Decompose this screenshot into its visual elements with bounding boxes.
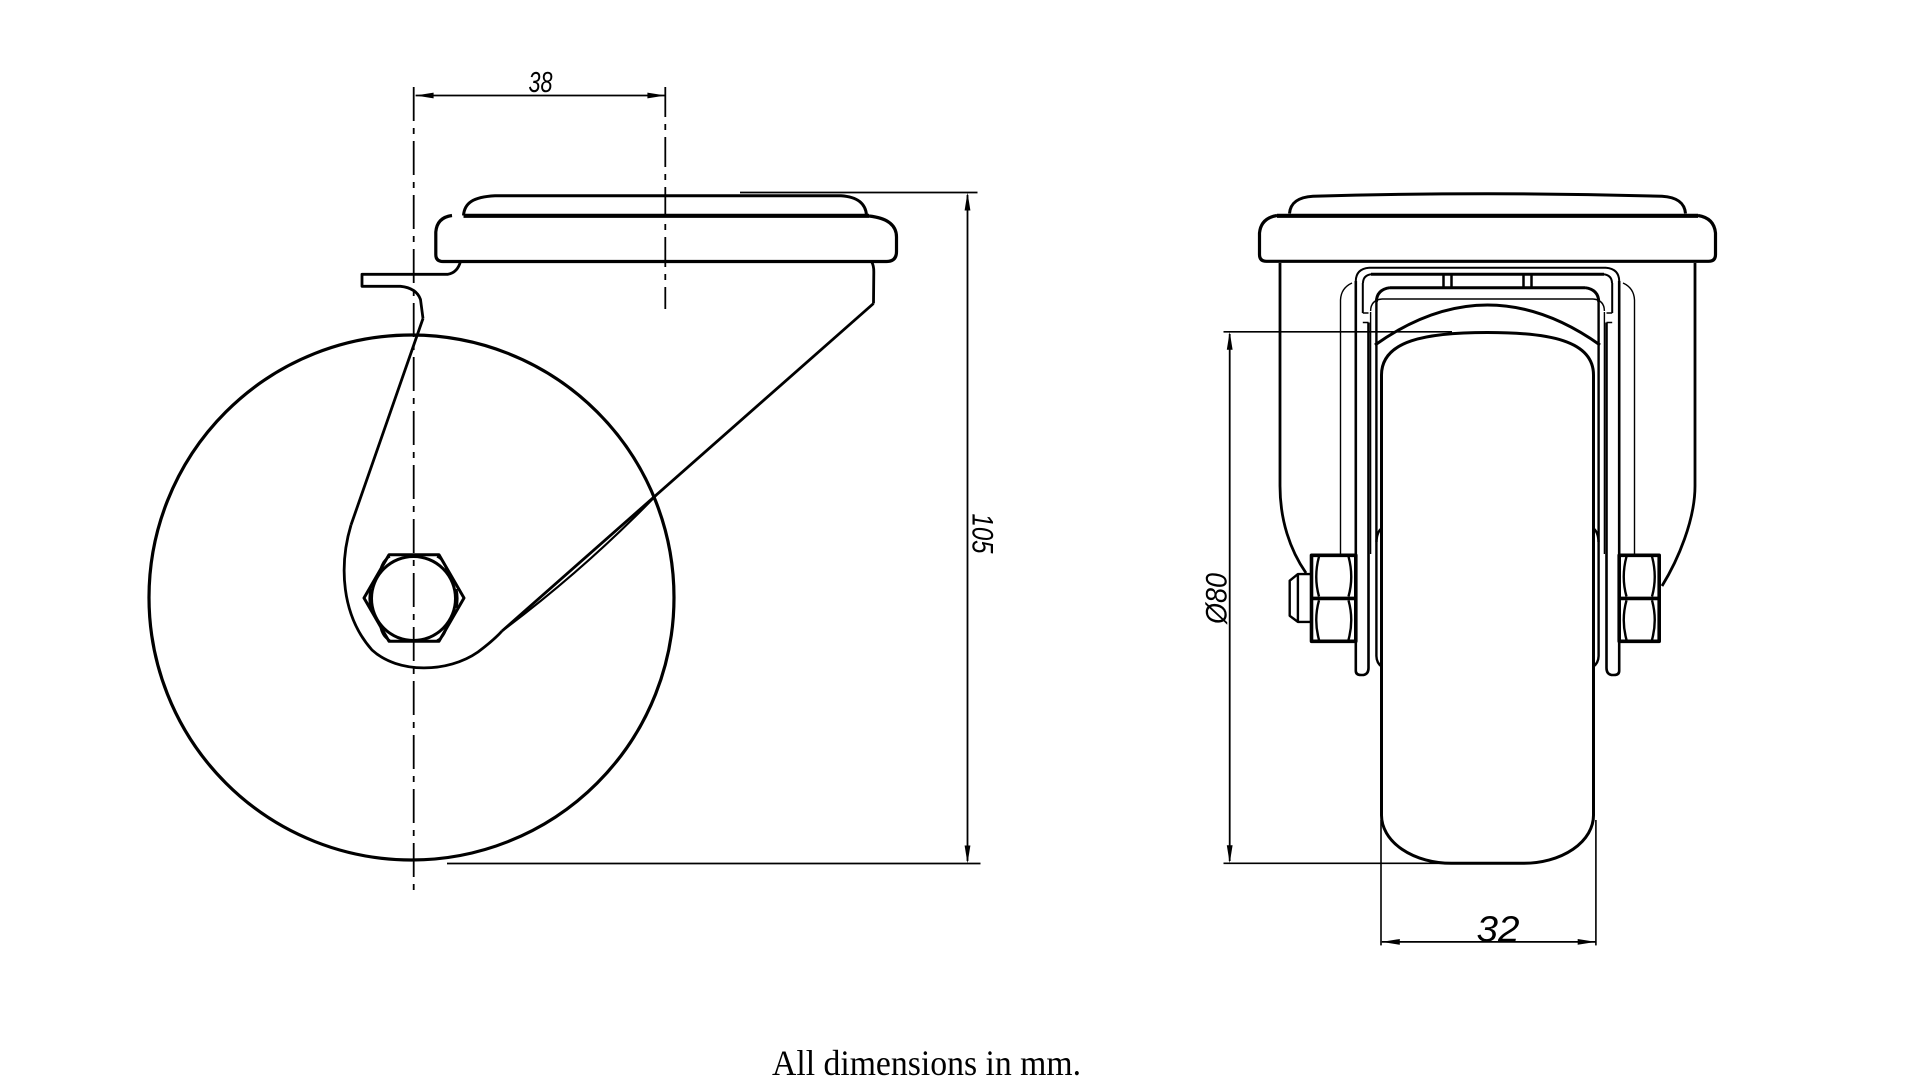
svg-text:32: 32 bbox=[1477, 909, 1520, 950]
svg-text:105: 105 bbox=[966, 514, 999, 554]
svg-text:All dimensions in mm.: All dimensions in mm. bbox=[772, 1043, 1081, 1083]
svg-text:Ø80: Ø80 bbox=[1201, 573, 1234, 625]
svg-text:38: 38 bbox=[529, 67, 553, 99]
